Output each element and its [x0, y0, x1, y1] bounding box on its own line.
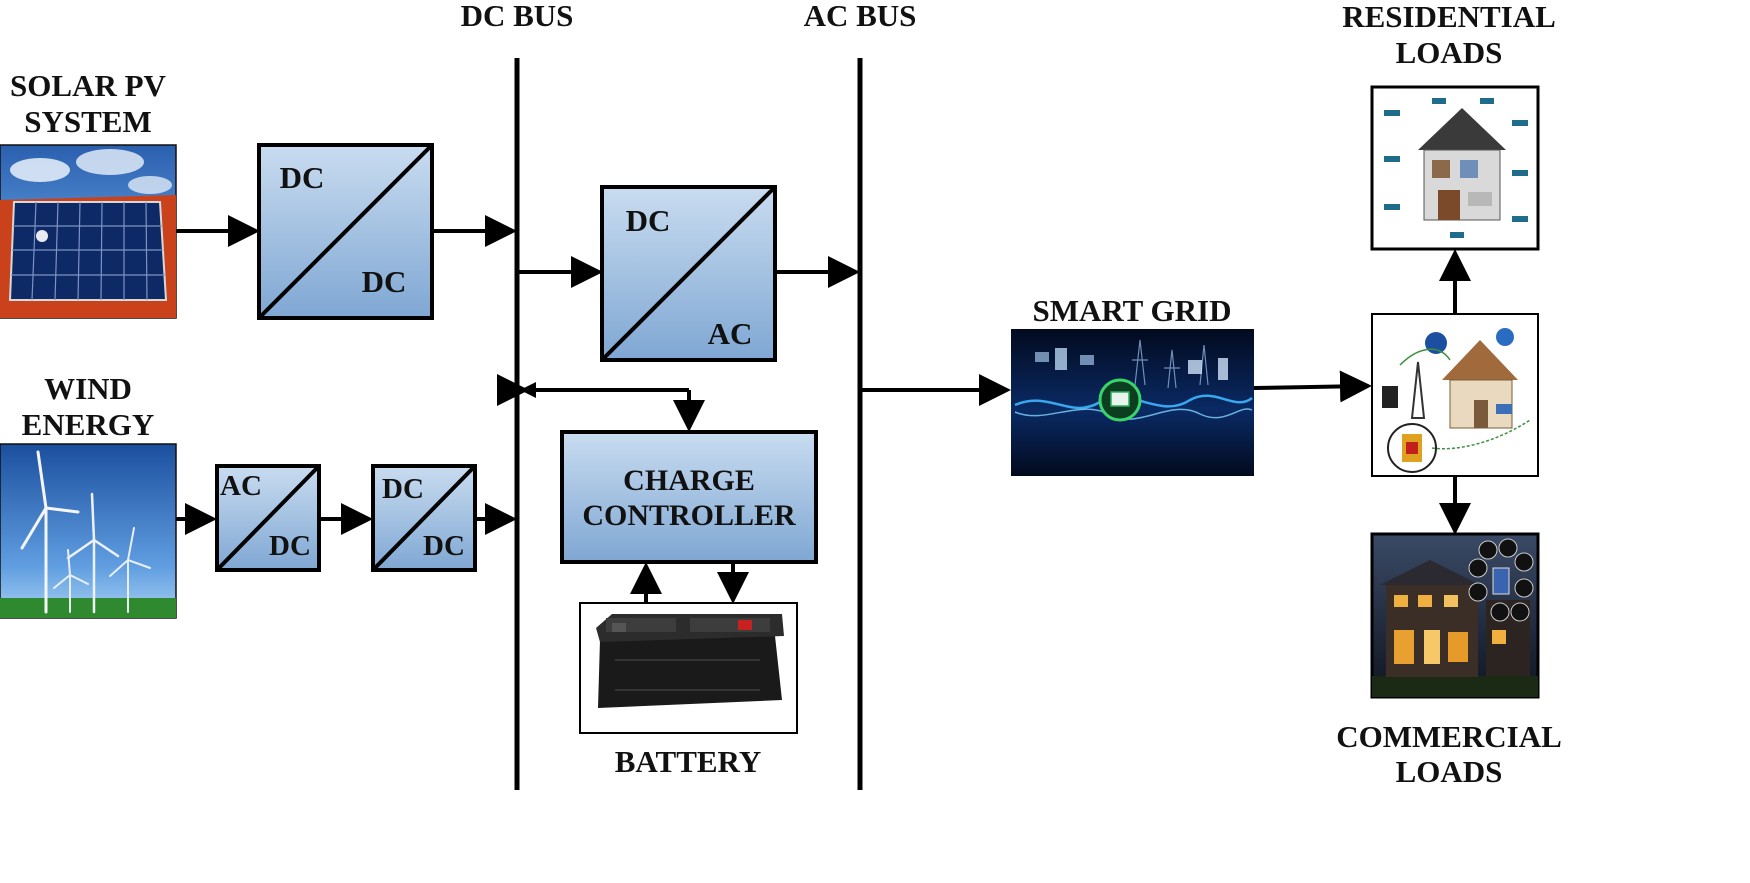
solar-dc-dc-converter: DC DC — [257, 143, 434, 320]
solar-label-line2: SYSTEM — [24, 104, 151, 139]
commercial-label-line1: COMMERCIAL — [1336, 719, 1562, 754]
arrow-head-to-dc-bus — [520, 382, 536, 398]
arrow-smart-grid-to-hub — [1253, 370, 1372, 403]
commercial-building-icon — [1370, 532, 1540, 699]
solar-label-line1: SOLAR PV — [10, 68, 166, 103]
home-energy-hub-icon — [1371, 313, 1539, 477]
solar-panel-icon — [0, 144, 177, 319]
car-battery-icon — [579, 602, 798, 734]
charge-controller-line1: CHARGE — [623, 464, 755, 497]
commercial-label-line2: LOADS — [1396, 754, 1503, 789]
wind-turbine-icon — [0, 443, 177, 619]
smart-home-icon — [1370, 85, 1540, 251]
residential-label-line2: LOADS — [1396, 35, 1503, 70]
inverter-input-label: DC — [626, 203, 671, 238]
charge-controller: CHARGE CONTROLLER — [560, 430, 818, 564]
smart-grid-label: SMART GRID — [1032, 293, 1231, 328]
wind-label-line1: WIND — [44, 371, 132, 406]
wind-acdc-input-label: AC — [220, 470, 262, 502]
charge-controller-line2: CONTROLLER — [582, 499, 796, 532]
wind-dcdc-input-label: DC — [382, 473, 424, 505]
wind-dc-dc-converter: DC DC — [371, 464, 477, 572]
wind-acdc-output-label: DC — [269, 530, 311, 562]
solar-converter-output-label: DC — [362, 264, 407, 299]
wind-label-line2: ENERGY — [22, 407, 155, 442]
smart-grid-icon — [1011, 329, 1254, 476]
ac-bus-label: AC BUS — [804, 0, 917, 33]
battery-label: BATTERY — [615, 744, 761, 779]
dc-bus-label: DC BUS — [461, 0, 574, 33]
residential-label-line1: RESIDENTIAL — [1342, 0, 1556, 34]
solar-converter-input-label: DC — [280, 160, 325, 195]
dc-ac-inverter: DC AC — [600, 185, 777, 362]
inverter-output-label: AC — [708, 316, 753, 351]
wind-ac-dc-converter: AC DC — [215, 464, 321, 572]
wind-dcdc-output-label: DC — [423, 530, 465, 562]
